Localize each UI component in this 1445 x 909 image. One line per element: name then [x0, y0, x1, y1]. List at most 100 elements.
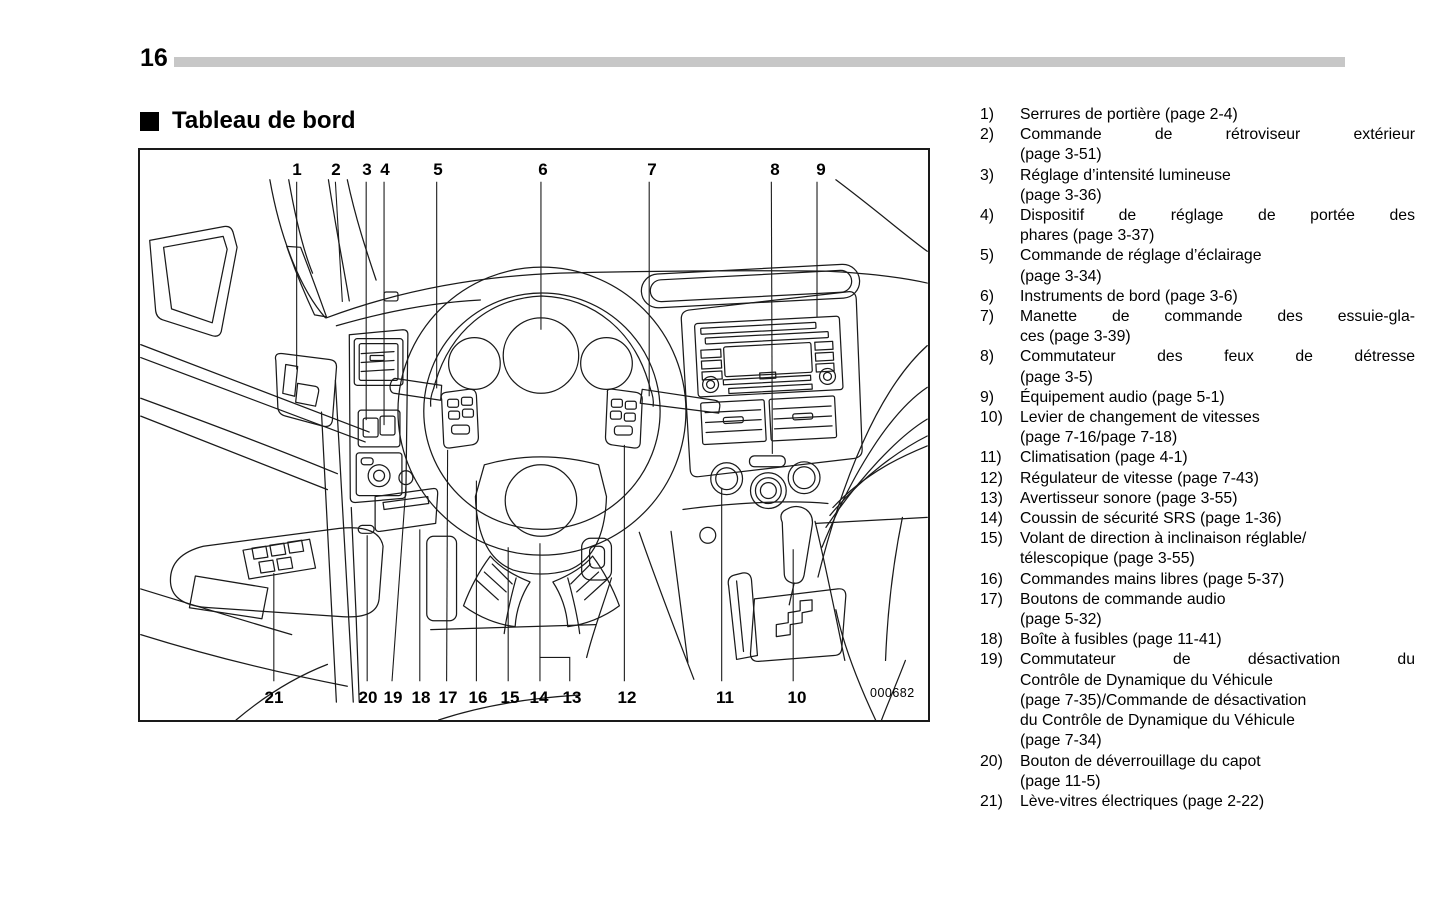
legend-item-line: Boîte à fusibles (page 11-41) — [1020, 631, 1222, 649]
legend-item-text: Régulateur de vitesse (page 7-43) — [1020, 469, 1415, 489]
callout-number-7: 7 — [647, 160, 657, 179]
steering-wheel — [389, 266, 721, 720]
legend-item: 10) Levier de changement de vitesses(page… — [980, 408, 1415, 448]
dashboard-diagram — [140, 179, 928, 720]
legend-item-number: 8) — [980, 348, 995, 366]
callout-number-3: 3 — [362, 160, 372, 179]
legend-item-line: Régulateur de vitesse (page 7-43) — [1020, 469, 1259, 487]
legend-item-text: Levier de changement de vitesses(page 7-… — [1020, 408, 1415, 448]
callout-number-9: 9 — [816, 160, 826, 179]
door-handle — [274, 352, 338, 428]
legend-item-number: 12) — [980, 469, 1003, 487]
legend-item: 2)Commande de rétroviseur extérieur(page… — [980, 125, 1415, 165]
legend-item-number: 1) — [980, 106, 995, 123]
legend-item-line: (page 5-32) — [1020, 611, 1102, 629]
legend-item-text: Boutons de commande audio (page 5-32) — [1020, 590, 1415, 630]
legend-item-line: (page 3-51) — [1020, 146, 1102, 164]
legend-item-number: 21) — [980, 792, 1003, 810]
callout-number-16: 16 — [468, 688, 488, 707]
page-number: 16 — [140, 44, 168, 72]
legend-item-text: Lève-vitres électriques (page 2-22) — [1020, 792, 1415, 812]
legend-item-line: Serrures de portière (page 2-4) — [1020, 106, 1238, 123]
legend-item-text: Coussin de sécurité SRS (page 1-36) — [1020, 509, 1415, 529]
vdc-off-button — [398, 470, 414, 486]
legend-item-line: du Contrôle de Dynamique du Véhicule — [1020, 712, 1295, 730]
callout-number-6: 6 — [538, 160, 548, 179]
callout-number-21: 21 — [264, 688, 284, 707]
legend-item: 12) Régulateur de vitesse (page 7-43) — [980, 469, 1415, 489]
audio-unit — [693, 315, 844, 398]
header-rule — [174, 57, 1345, 67]
legend-item-text: Instruments de bord (page 3-6) — [1020, 287, 1415, 307]
legend-item: 8)Commutateur des feux de détresse(page … — [980, 347, 1415, 387]
callout-number-19: 19 — [383, 688, 403, 707]
legend-item: 18) Boîte à fusibles (page 11-41) — [980, 630, 1415, 650]
center-vents — [700, 395, 838, 446]
legend-item-number: 10) — [980, 409, 1003, 427]
legend-item-line: Commutateur de désactivation du — [1020, 651, 1415, 669]
callout-number-20: 20 — [358, 688, 378, 707]
legend-item-line: Boutons de commande audio — [1020, 590, 1226, 608]
legend-item-line: Équipement audio (page 5-1) — [1020, 388, 1225, 406]
hazard-switch — [748, 455, 786, 468]
dash-top — [325, 179, 928, 327]
console — [670, 501, 846, 664]
legend-item-number: 5) — [980, 247, 995, 265]
legend-item-text: Commande de réglage d’éclairage(page 3-3… — [1020, 246, 1415, 286]
legend-item-number: 20) — [980, 752, 1003, 770]
legend-item-text: Équipement audio (page 5-1) — [1020, 388, 1415, 408]
legend-item: 21) Lève-vitres électriques (page 2-22) — [980, 792, 1415, 812]
callout-number-14: 14 — [529, 688, 549, 707]
callout-number-10: 10 — [787, 688, 807, 707]
legend-item-text: Manette de commande des essuie-gla-ces (… — [1020, 307, 1415, 347]
fuse-box-lid — [374, 487, 439, 533]
legend-item-line: Lève-vitres électriques (page 2-22) — [1020, 792, 1265, 810]
legend-item-text: Boîte à fusibles (page 11-41) — [1020, 630, 1415, 650]
callout-number-18: 18 — [411, 688, 431, 707]
center-stack — [680, 291, 863, 478]
legend-item-line: Dispositif de réglage de portée des — [1020, 207, 1415, 225]
legend-item-line: Levier de changement de vitesses — [1020, 409, 1260, 427]
callout-number-1: 1 — [292, 160, 302, 179]
legend-item-line: Commutateur des feux de détresse — [1020, 348, 1415, 366]
legend-item-line: Coussin de sécurité SRS (page 1-36) — [1020, 510, 1282, 528]
section-title: Tableau de bord — [172, 107, 356, 134]
legend-item-line: (page 7-35)/Commande de désactivation — [1020, 691, 1307, 709]
legend-item-text: Avertisseur sonore (page 3-55) — [1020, 489, 1415, 509]
legend-item: 5) Commande de réglage d’éclairage(page 3… — [980, 246, 1415, 286]
callout-number-11: 11 — [716, 688, 734, 707]
legend-item-line: Volant de direction à inclinaison réglab… — [1020, 530, 1307, 548]
legend-item-line: Manette de commande des essuie-gla- — [1020, 308, 1415, 326]
callout-number-17: 17 — [438, 688, 458, 707]
audio-control-buttons — [440, 388, 480, 449]
legend-item: 7)Manette de commande des essuie-gla-ces… — [980, 307, 1415, 347]
legend-item-line: télescopique (page 3-55) — [1020, 550, 1195, 568]
hood-release-button — [357, 524, 375, 534]
side-mirror — [149, 225, 238, 337]
dash-tray — [640, 263, 861, 309]
legend-item-line: (page 3-36) — [1020, 186, 1102, 204]
legend-item-text: Réglage d’intensité lumineuse(page 3-36) — [1020, 166, 1415, 206]
legend-item: 14)Coussin de sécurité SRS (page 1-36) — [980, 509, 1415, 529]
callout-number-4: 4 — [380, 160, 390, 179]
callout-number-15: 15 — [500, 688, 520, 707]
callout-number-8: 8 — [770, 160, 780, 179]
door-window-lines — [140, 344, 370, 491]
legend-item-number: 18) — [980, 631, 1003, 649]
legend-item-line: Avertisseur sonore (page 3-55) — [1020, 489, 1238, 507]
callout-number-13: 13 — [562, 688, 582, 707]
callout-lines — [273, 181, 818, 682]
legend-item-number: 11) — [980, 449, 1002, 467]
trim-seams — [320, 379, 360, 703]
legend-item: 16)Commandes mains libres (page 5-37) — [980, 570, 1415, 590]
legend-item: 13)Avertisseur sonore (page 3-55) — [980, 489, 1415, 509]
legend-item-number: 9) — [980, 388, 995, 406]
callout-number-5: 5 — [433, 160, 443, 179]
legend-item-line: Instruments de bord (page 3-6) — [1020, 287, 1238, 305]
legend-item-text: Climatisation (page 4-1) — [1020, 448, 1415, 468]
a-pillar — [269, 179, 377, 319]
